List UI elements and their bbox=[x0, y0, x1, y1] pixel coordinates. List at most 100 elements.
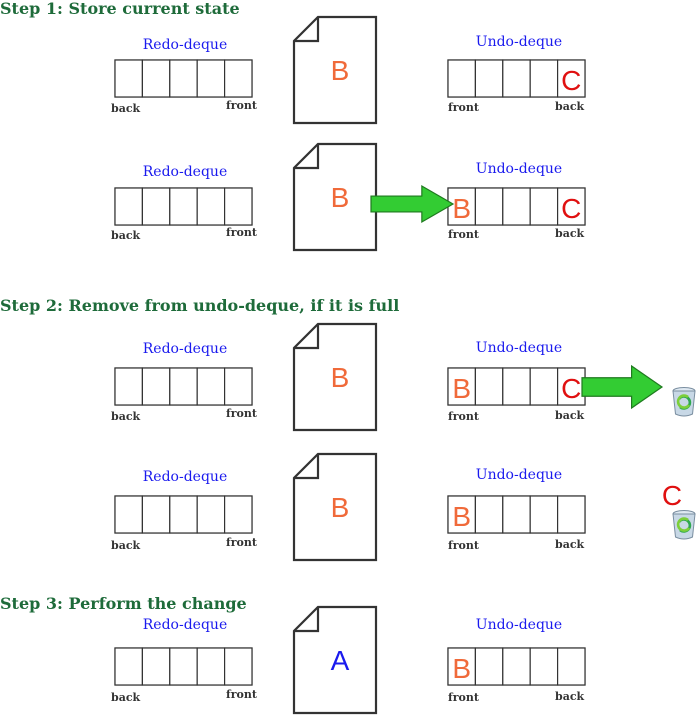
undo-deque-label: Undo-deque bbox=[476, 340, 562, 356]
undo-deque-cell bbox=[474, 187, 504, 226]
undo-deque-cell bbox=[556, 367, 586, 406]
redo-deque-cell bbox=[196, 59, 226, 98]
document-fold bbox=[294, 17, 320, 43]
undo-deque-cell-letter: C bbox=[561, 373, 581, 404]
redo-deque-cell bbox=[114, 495, 143, 534]
undo-deque-cell bbox=[529, 367, 559, 406]
redo-deque-cell bbox=[196, 647, 226, 686]
discarded-state-letter: C bbox=[662, 480, 682, 511]
undo-deque-cell bbox=[502, 187, 531, 226]
redo-deque-label: Redo-deque bbox=[143, 469, 227, 485]
undo-back-label: back bbox=[555, 409, 585, 422]
redo-deque-cell bbox=[141, 59, 171, 98]
step-1-title: Step 1: Store current state bbox=[0, 0, 240, 18]
undo-front-label: front bbox=[448, 410, 480, 423]
undo-front-label: front bbox=[448, 101, 480, 114]
redo-deque-cell bbox=[169, 59, 198, 98]
recycle-bin-icon bbox=[672, 510, 696, 540]
undo-deque-cells: C bbox=[447, 59, 586, 98]
recycle-arc bbox=[676, 394, 691, 409]
redo-deque-cells bbox=[114, 187, 253, 226]
undo-deque-cells: B bbox=[447, 647, 586, 686]
recycle-bin-icon bbox=[672, 387, 696, 417]
undo-deque-cell bbox=[529, 495, 559, 534]
undo-deque-cell-letter: B bbox=[452, 653, 471, 684]
redo-deque-cell bbox=[196, 187, 226, 226]
undo-deque-cell bbox=[556, 187, 586, 226]
document-page-icon bbox=[292, 322, 378, 432]
push-arrow bbox=[370, 184, 455, 224]
redo-deque-cells bbox=[114, 367, 253, 406]
redo-deque-cell bbox=[224, 647, 253, 686]
document-state-letter: B bbox=[331, 182, 350, 213]
undo-deque-cell bbox=[529, 187, 559, 226]
document-page-icon bbox=[292, 452, 378, 562]
document-fold bbox=[294, 454, 320, 480]
redo-deque-cell bbox=[224, 59, 253, 98]
undo-deque-cell bbox=[556, 647, 586, 686]
redo-front-label: front bbox=[226, 99, 258, 112]
undo-deque-cell bbox=[502, 495, 531, 534]
document-fold bbox=[294, 607, 320, 633]
redo-deque-cell bbox=[114, 367, 143, 406]
redo-back-label: back bbox=[111, 229, 141, 242]
redo-front-label: front bbox=[226, 688, 258, 701]
undo-deque-cell bbox=[529, 647, 559, 686]
redo-back-label: back bbox=[111, 410, 141, 423]
document-page-icon bbox=[292, 605, 378, 715]
redo-deque-label: Redo-deque bbox=[143, 341, 227, 357]
redo-deque-cell bbox=[169, 187, 198, 226]
undo-deque-label: Undo-deque bbox=[476, 161, 562, 177]
undo-deque-cell bbox=[529, 59, 559, 98]
undo-deque-cell bbox=[502, 367, 531, 406]
redo-deque-cell bbox=[114, 647, 143, 686]
undo-deque-cell-letter: C bbox=[561, 193, 581, 224]
document-state-letter: A bbox=[331, 645, 350, 676]
redo-front-label: front bbox=[226, 226, 258, 239]
redo-front-label: front bbox=[226, 407, 258, 420]
undo-deque-cell bbox=[474, 495, 504, 534]
redo-deque-cells bbox=[114, 59, 253, 98]
undo-deque-cell bbox=[502, 59, 531, 98]
document-state-letter: B bbox=[331, 362, 350, 393]
redo-back-label: back bbox=[111, 691, 141, 704]
recycle-arc bbox=[676, 517, 691, 532]
document-page-icon bbox=[292, 15, 378, 125]
redo-deque-cell bbox=[141, 187, 171, 226]
redo-deque-cell bbox=[141, 495, 171, 534]
undo-deque-cell-letter: B bbox=[452, 373, 471, 404]
redo-deque-cell bbox=[224, 495, 253, 534]
redo-deque-cell bbox=[141, 647, 171, 686]
document-page-icon bbox=[292, 142, 378, 252]
redo-deque-cell bbox=[141, 367, 171, 406]
document-state-letter: B bbox=[331, 492, 350, 523]
redo-deque-cell bbox=[114, 187, 143, 226]
undo-back-label: back bbox=[555, 100, 585, 113]
redo-deque-cell bbox=[169, 647, 198, 686]
undo-deque-cell bbox=[502, 647, 531, 686]
redo-deque-cell bbox=[169, 367, 198, 406]
step-2-title: Step 2: Remove from undo-deque, if it is… bbox=[0, 296, 399, 315]
redo-front-label: front bbox=[226, 536, 258, 549]
step-3-title: Step 3: Perform the change bbox=[0, 594, 247, 613]
undo-front-label: front bbox=[448, 539, 480, 552]
document-state-letter: B bbox=[331, 55, 350, 86]
undo-front-label: front bbox=[448, 691, 480, 704]
undo-deque-cell bbox=[474, 59, 504, 98]
redo-deque-cell bbox=[196, 367, 226, 406]
undo-deque-cell bbox=[556, 495, 586, 534]
document-fold bbox=[294, 324, 320, 350]
undo-deque-cell-letter: B bbox=[452, 501, 471, 532]
undo-front-label: front bbox=[448, 228, 480, 241]
undo-deque-label: Undo-deque bbox=[476, 34, 562, 50]
undo-deque-label: Undo-deque bbox=[476, 617, 562, 633]
redo-deque-cell bbox=[224, 367, 253, 406]
undo-deque-cell bbox=[447, 59, 476, 98]
